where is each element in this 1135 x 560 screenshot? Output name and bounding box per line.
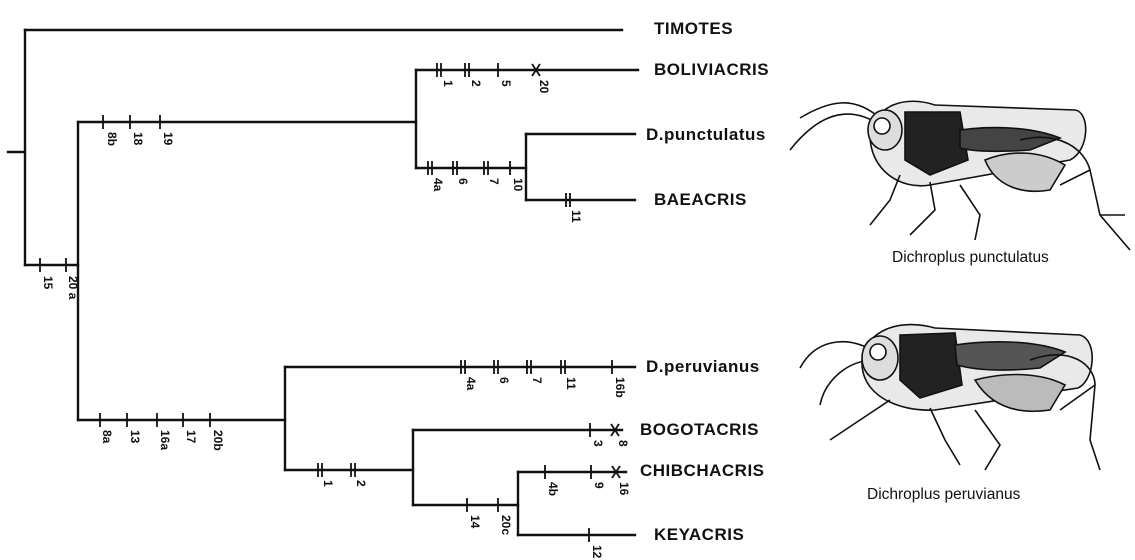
taxon-keyacris: KEYACRIS bbox=[654, 525, 744, 544]
taxon-d-punctulatus: D.punctulatus bbox=[646, 125, 766, 144]
char-mark: 8a bbox=[100, 413, 114, 444]
tree-branches bbox=[8, 30, 638, 535]
taxon-boliviacris: BOLIVIACRIS bbox=[654, 60, 769, 79]
grasshopper-illustration-peruvianus bbox=[800, 325, 1100, 470]
svg-text:2: 2 bbox=[469, 80, 483, 87]
char-mark: 7 bbox=[484, 161, 501, 185]
taxon-chibchacris: CHIBCHACRIS bbox=[640, 461, 765, 480]
taxon-d-peruvianus: D.peruvianus bbox=[646, 357, 760, 376]
char-mark: 6 bbox=[494, 360, 511, 384]
char-mark: 19 bbox=[160, 115, 175, 146]
svg-text:2: 2 bbox=[354, 480, 368, 487]
svg-text:5: 5 bbox=[499, 80, 513, 87]
svg-text:16a: 16a bbox=[158, 430, 172, 450]
svg-text:8b: 8b bbox=[105, 132, 119, 146]
char-mark: 4b bbox=[545, 465, 560, 496]
svg-text:17: 17 bbox=[184, 430, 198, 444]
svg-text:7: 7 bbox=[530, 377, 544, 384]
char-mark: 8b bbox=[103, 115, 119, 146]
svg-text:16: 16 bbox=[617, 482, 631, 496]
svg-text:4b: 4b bbox=[546, 482, 560, 496]
char-mark: 17 bbox=[183, 413, 198, 444]
char-mark: 16b bbox=[612, 360, 627, 398]
svg-text:7: 7 bbox=[487, 178, 501, 185]
char-mark: 18 bbox=[130, 115, 145, 146]
svg-text:6: 6 bbox=[497, 377, 511, 384]
char-mark: 11 bbox=[566, 193, 583, 223]
svg-text:4a: 4a bbox=[431, 178, 445, 192]
char-mark: 20c bbox=[498, 498, 513, 535]
char-mark: 2 bbox=[351, 463, 368, 487]
svg-text:20: 20 bbox=[537, 80, 551, 94]
svg-text:8: 8 bbox=[616, 440, 630, 447]
char-mark: 14 bbox=[467, 498, 482, 529]
svg-text:1: 1 bbox=[441, 80, 455, 87]
char-mark: 11 bbox=[561, 360, 578, 390]
char-mark: 8 bbox=[611, 424, 630, 447]
char-mark: 10 bbox=[510, 161, 525, 192]
char-mark: 12 bbox=[589, 528, 604, 559]
svg-text:20b: 20b bbox=[211, 430, 225, 451]
char-mark: 6 bbox=[453, 161, 470, 185]
char-mark: 3 bbox=[590, 423, 605, 447]
char-mark: 9 bbox=[591, 465, 606, 489]
caption-peruvianus: Dichroplus peruvianus bbox=[867, 486, 1021, 503]
taxon-bogotacris: BOGOTACRIS bbox=[640, 420, 759, 439]
char-mark: 1 bbox=[318, 463, 335, 487]
svg-text:13: 13 bbox=[128, 430, 142, 444]
svg-text:16b: 16b bbox=[613, 377, 627, 398]
svg-text:12: 12 bbox=[590, 545, 604, 559]
svg-text:10: 10 bbox=[511, 178, 525, 192]
char-mark: 20 bbox=[532, 64, 551, 94]
char-mark: 7 bbox=[527, 360, 544, 384]
svg-text:14: 14 bbox=[468, 515, 482, 529]
svg-text:4a: 4a bbox=[464, 377, 478, 391]
character-marks: 15 20 a 8b 18 19 1 2 5 20 4a 6 7 10 11 8… bbox=[40, 63, 631, 559]
char-mark: 5 bbox=[498, 63, 513, 87]
svg-text:11: 11 bbox=[564, 377, 578, 390]
char-mark: 16a bbox=[157, 413, 172, 450]
char-mark: 15 bbox=[40, 258, 55, 290]
caption-punctulatus: Dichroplus punctulatus bbox=[892, 249, 1049, 266]
char-mark: 2 bbox=[465, 63, 483, 87]
char-mark: 16 bbox=[612, 466, 631, 496]
svg-text:20c: 20c bbox=[499, 515, 513, 535]
svg-text:8a: 8a bbox=[100, 430, 114, 444]
svg-text:19: 19 bbox=[161, 132, 175, 146]
svg-text:1: 1 bbox=[321, 480, 335, 487]
taxon-baeacris: BAEACRIS bbox=[654, 190, 747, 209]
char-mark: 4a bbox=[461, 360, 478, 391]
svg-text:20 a: 20 a bbox=[66, 276, 80, 300]
svg-text:18: 18 bbox=[131, 132, 145, 146]
svg-text:3: 3 bbox=[591, 440, 605, 447]
grasshopper-illustration-punctulatus bbox=[790, 101, 1130, 250]
taxon-labels: TIMOTES BOLIVIACRIS D.punctulatus BAEACR… bbox=[640, 19, 769, 544]
svg-text:11: 11 bbox=[569, 210, 583, 223]
char-mark: 13 bbox=[127, 413, 142, 444]
char-mark: 4a bbox=[428, 161, 445, 192]
svg-text:9: 9 bbox=[592, 482, 606, 489]
svg-text:15: 15 bbox=[41, 276, 55, 290]
taxon-timotes: TIMOTES bbox=[654, 19, 733, 38]
char-mark: 1 bbox=[437, 63, 455, 87]
svg-text:6: 6 bbox=[456, 178, 470, 185]
char-mark: 20b bbox=[210, 413, 225, 451]
